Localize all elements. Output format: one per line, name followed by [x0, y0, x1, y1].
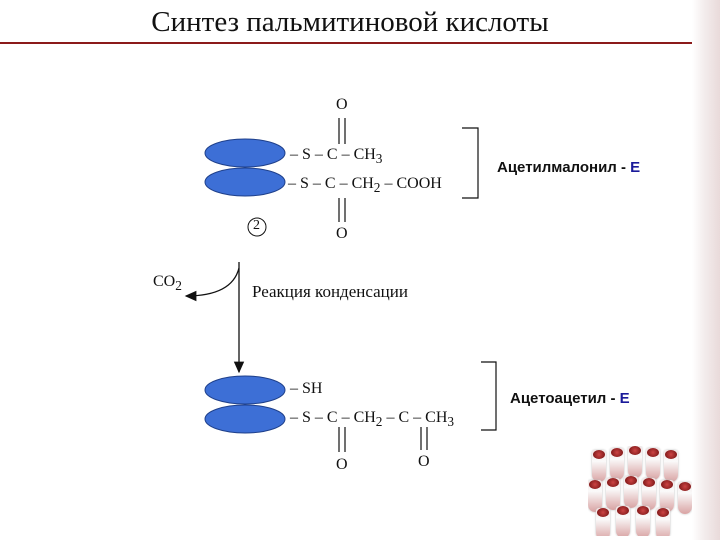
double-bond-bottom-right [420, 427, 428, 450]
enzyme-ellipse-icon [204, 167, 286, 197]
test-tubes-photo-icon [588, 446, 692, 536]
step-number: 2 [253, 218, 260, 233]
complex-name-acetoacetyl: Ацетоацетил - Е [510, 390, 630, 407]
thiol-group: – SH [290, 380, 323, 397]
thioester-acetyl: – S – C – CH3 [290, 146, 383, 167]
oxygen-label: O [336, 96, 348, 113]
bracket-icon [462, 127, 479, 199]
thioester-acetoacetyl: – S – C – CH2 – C – CH3 [290, 409, 455, 430]
title-divider [0, 42, 692, 44]
enzyme-ellipse-icon [204, 138, 286, 168]
oxygen-label: O [336, 225, 348, 242]
reaction-label: Реакция конденсации [252, 282, 408, 301]
double-bond-lower [338, 198, 346, 222]
arrow-curved-icon [184, 267, 240, 302]
oxygen-label: O [418, 453, 430, 470]
slide-edge-gradient [692, 0, 720, 540]
bracket-icon [481, 361, 497, 431]
enzyme-ellipse-icon [204, 375, 286, 405]
enzyme-ellipse-icon [204, 404, 286, 434]
step-circle-icon [247, 217, 267, 237]
double-bond-top [338, 118, 346, 144]
double-bond-bottom-left [338, 427, 346, 452]
oxygen-label: O [336, 456, 348, 473]
thioester-malonyl: – S – C – CH2 – COOH [288, 175, 442, 196]
co2-label: CO2 [153, 273, 182, 294]
page-title: Синтез пальмитиновой кислоты [151, 6, 549, 38]
complex-name-acetylmalonyl: Ацетилмалонил - Е [497, 159, 641, 176]
